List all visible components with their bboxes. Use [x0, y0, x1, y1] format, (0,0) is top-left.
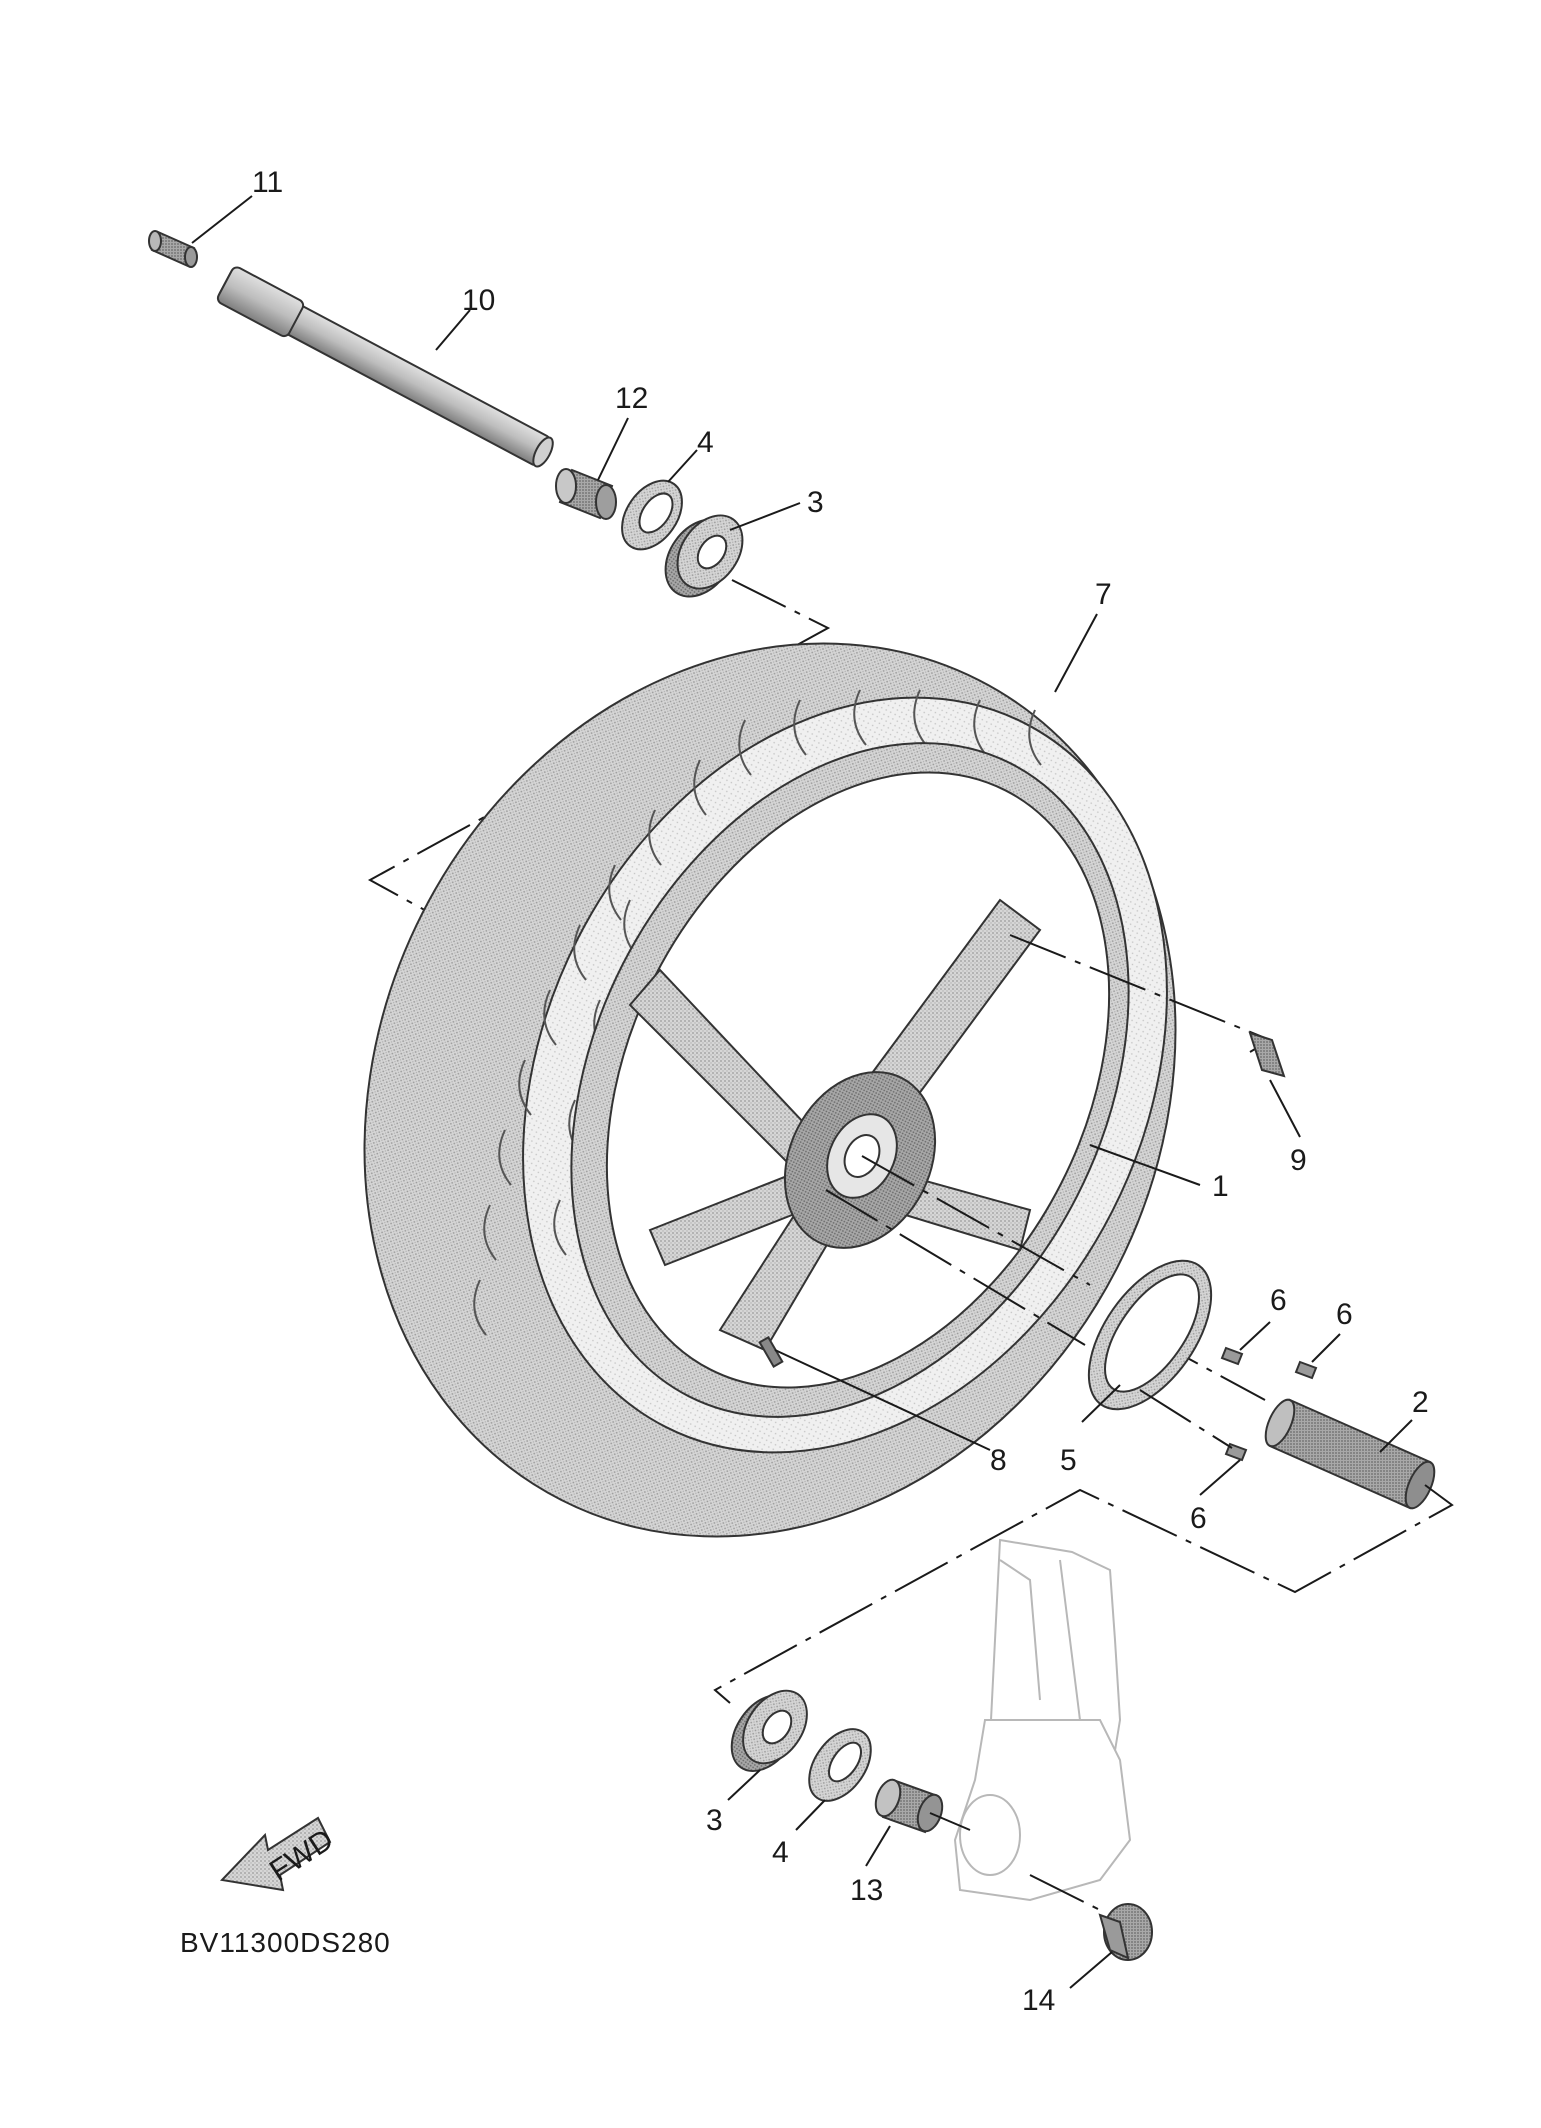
callout-12: 12: [615, 382, 648, 415]
leader-4-top: [667, 449, 698, 483]
bolt-part: [1098, 1903, 1153, 1961]
leader-12: [597, 417, 629, 481]
callout-1: 1: [1212, 1170, 1229, 1203]
collar-right-part: [1264, 1398, 1436, 1510]
callout-4-bottom: 4: [772, 1836, 789, 1869]
leader-6-b: [1311, 1333, 1341, 1363]
wheel-axle-part: [216, 266, 554, 468]
wheel-part: [570, 742, 1130, 1418]
leader-3-top: [729, 502, 801, 531]
leader-6-a: [1239, 1321, 1271, 1351]
axis-line-screw-c: [1139, 1389, 1233, 1449]
collar-top-part: [555, 468, 617, 520]
callout-11: 11: [252, 166, 283, 199]
collar-bottom-part: [874, 1778, 944, 1834]
leader-14: [1069, 1951, 1113, 1989]
callout-3-top: 3: [807, 486, 824, 519]
callout-3-bottom: 3: [706, 1804, 723, 1837]
axis-line-hub-b: [825, 1189, 1086, 1346]
leader-3-bottom: [727, 1769, 761, 1801]
forward-arrow-icon: FWD: [219, 1816, 339, 1892]
oil-seal-top-part: [621, 479, 683, 551]
callout-6-c: 6: [1190, 1502, 1207, 1535]
oil-seal-bottom-part: [808, 1728, 872, 1802]
axis-line-hub-a: [861, 1155, 1091, 1286]
leader-1: [1089, 1144, 1201, 1186]
leader-4-bottom: [795, 1799, 826, 1831]
leader-8: [774, 1349, 991, 1451]
callout-7: 7: [1095, 578, 1112, 611]
leader-6-c: [1199, 1459, 1241, 1496]
diagram-code: BV11300DS280: [180, 1927, 391, 1958]
callout-10: 10: [462, 284, 495, 317]
callout-6-b: 6: [1336, 1298, 1353, 1331]
bearing-top-part: [664, 514, 744, 598]
axis-line-bottom: [713, 1484, 1454, 1704]
leader-10: [435, 309, 471, 351]
callout-6-a: 6: [1270, 1284, 1287, 1317]
callout-14: 14: [1022, 1984, 1055, 2017]
cap-part: [148, 230, 198, 268]
axis-line-collar: [929, 1812, 971, 1831]
screw-part-b: [1294, 1360, 1318, 1380]
leader-9: [1269, 1079, 1301, 1138]
callout-5: 5: [1060, 1444, 1077, 1477]
callout-4-top: 4: [697, 426, 714, 459]
callout-13: 13: [850, 1874, 883, 1907]
leader-7: [1054, 613, 1098, 693]
leader-11: [191, 195, 253, 244]
leader-2: [1379, 1419, 1413, 1453]
label-part: [1248, 1031, 1286, 1078]
leader-5: [1081, 1384, 1121, 1423]
screw-part-a: [1220, 1346, 1244, 1366]
callout-8: 8: [990, 1444, 1007, 1477]
bearing-bottom-part: [730, 1689, 808, 1772]
leader-13: [865, 1825, 891, 1867]
callout-9: 9: [1290, 1144, 1307, 1177]
axis-line-bolt: [1029, 1874, 1101, 1911]
callout-2: 2: [1412, 1386, 1429, 1419]
front-fork-part: [953, 1538, 1132, 1902]
